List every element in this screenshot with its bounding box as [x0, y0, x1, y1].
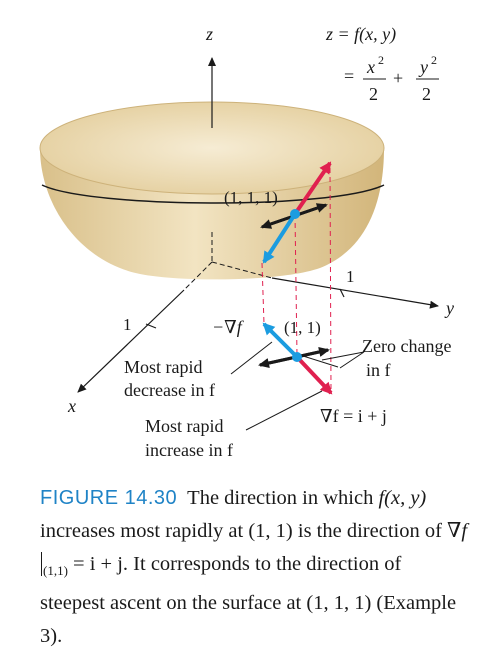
projection-lines [261, 167, 332, 391]
plus-sign: + [393, 68, 403, 88]
figure-number: FIGURE 14.30 [40, 487, 178, 509]
caption-text-c: increases most rapidly at (1, 1) is the … [40, 520, 448, 542]
increase-label-1: Most rapid [145, 416, 224, 436]
x-axis [77, 289, 185, 393]
increase-label-2: increase in f [145, 440, 233, 460]
zero-change-label-1: Zero change [362, 336, 451, 356]
caption-subscript: (1,1) [43, 563, 68, 578]
term1-num: x [366, 57, 375, 77]
function-label: z = f(x, y) [325, 24, 396, 45]
x-tick [145, 323, 157, 329]
y-tick [339, 288, 345, 298]
caption-text-a: The direction in which [187, 487, 379, 509]
term1-den: 2 [369, 84, 378, 104]
decrease-label-1: Most rapid [124, 357, 203, 377]
y-axis [271, 277, 439, 309]
caption-function: f(x, y) [378, 487, 427, 509]
eq-sign: = [344, 66, 354, 86]
paraboloid-surface [39, 101, 385, 280]
caption-grad: ∇f [447, 520, 468, 542]
gradient-label: ∇f = i + j [320, 406, 387, 426]
x-tick-label: 1 [123, 315, 132, 334]
neg-gradient-arrow [262, 322, 299, 359]
plane-point-label: (1, 1) [284, 318, 321, 337]
term2-num: y [418, 57, 428, 77]
surface-point [290, 209, 300, 219]
decrease-label-2: decrease in f [124, 380, 215, 400]
figure-caption: FIGURE 14.30 The direction in which f(x, … [40, 482, 470, 653]
caption-eval-bar [41, 552, 42, 576]
zero-change-label-2: in f [366, 360, 391, 380]
neg-gradient-label: −∇f [212, 317, 245, 337]
term1-sup: 2 [378, 53, 384, 67]
caption-text-d: = i + j. It corresponds to the direction… [40, 553, 457, 647]
term2-den: 2 [422, 84, 431, 104]
surface-descent-arrow [262, 212, 297, 264]
increase-leader [245, 390, 323, 431]
plane-point [292, 352, 302, 362]
y-tick-label: 1 [346, 267, 355, 286]
term2-sup: 2 [431, 53, 437, 67]
surface-ascent-arrow [293, 161, 332, 216]
level-curve [41, 184, 385, 204]
surface-point-label: (1, 1, 1) [224, 188, 278, 207]
x-axis-label: x [67, 396, 76, 416]
gradient-figure: z y 1 x 1 (1, 1, 1) (1, 1) z = f(x, y) =… [39, 24, 454, 460]
z-axis-label: z [205, 24, 213, 44]
x-axis-hidden [183, 261, 213, 291]
zero-change-leader [321, 351, 365, 369]
decrease-leader [230, 341, 273, 375]
y-axis-label: y [444, 298, 454, 318]
gradient-arrow [295, 355, 333, 395]
